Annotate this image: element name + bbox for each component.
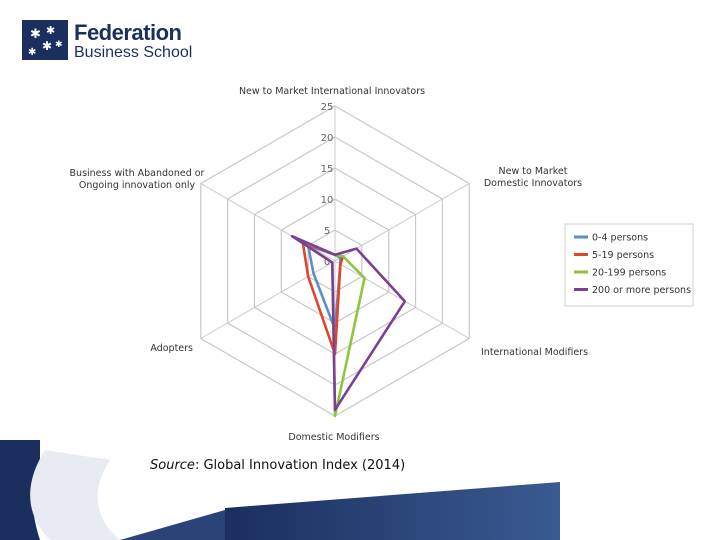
axis-label: New to Market International Innovators bbox=[239, 86, 425, 97]
footer-wave-decoration bbox=[0, 440, 560, 540]
legend-entry: 0-4 persons bbox=[592, 233, 648, 244]
tick-label: 25 bbox=[321, 102, 334, 113]
series-line-3 bbox=[290, 234, 407, 412]
logo-line-2: Business School bbox=[74, 44, 193, 61]
grid-spoke-5 bbox=[200, 183, 336, 262]
axis-label: Business with Abandoned or bbox=[70, 168, 205, 179]
source-text: Global Innovation Index (2014) bbox=[203, 458, 406, 473]
source-separator: : bbox=[194, 458, 204, 473]
svg-text:✱: ✱ bbox=[30, 27, 41, 42]
tick-label: 15 bbox=[321, 164, 334, 175]
legend-entry: 20-199 persons bbox=[592, 268, 666, 279]
axis-label: Domestic Innovators bbox=[484, 178, 582, 189]
legend-entry: 200 or more persons bbox=[592, 285, 691, 296]
axis-label: New to Market bbox=[499, 166, 568, 177]
axis-label: Domestic Modifiers bbox=[288, 432, 379, 443]
svg-text:✱: ✱ bbox=[55, 40, 63, 50]
chart-legend: 0-4 persons 5-19 persons 20-199 persons 200… bbox=[564, 223, 694, 307]
logo-line-1: Federation bbox=[74, 20, 182, 45]
svg-text:✱: ✱ bbox=[28, 47, 36, 58]
axis-label: Adopters bbox=[150, 343, 193, 354]
tick-label: 0 bbox=[324, 257, 330, 268]
svg-text:✱: ✱ bbox=[42, 39, 52, 53]
southern-cross-flag-icon: ✱ ✱ ✱ ✱ ✱ bbox=[22, 20, 68, 60]
tick-label: 20 bbox=[321, 133, 334, 144]
legend-entry: 5-19 persons bbox=[592, 250, 654, 261]
radar-series bbox=[290, 234, 407, 418]
tick-label: 5 bbox=[324, 226, 330, 237]
axis-label: Ongoing innovation only bbox=[79, 180, 196, 191]
source-citation: Source: Global Innovation Index (2014) bbox=[150, 458, 405, 473]
tick-label: 10 bbox=[321, 195, 334, 206]
svg-text:✱: ✱ bbox=[46, 24, 55, 37]
axis-label: International Modifiers bbox=[481, 347, 588, 358]
source-label: Source bbox=[150, 458, 195, 473]
federation-logo: ✱ ✱ ✱ ✱ ✱ Federation Business School bbox=[22, 20, 202, 64]
radar-axis-labels: New to Market International InnovatorsNe… bbox=[70, 86, 589, 443]
